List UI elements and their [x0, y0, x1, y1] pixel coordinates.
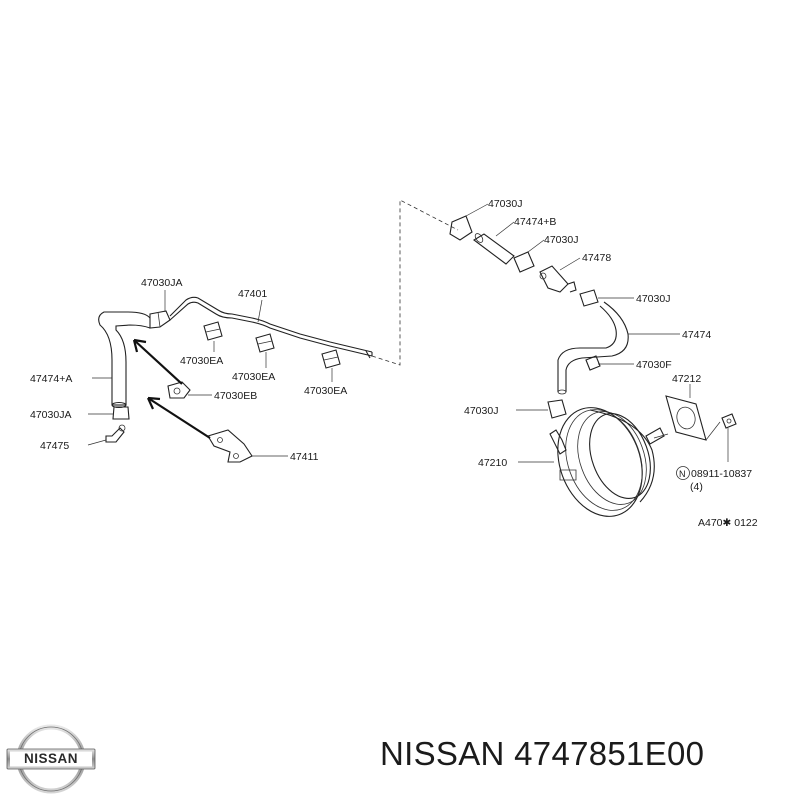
label-47474a: 47474+A — [30, 373, 72, 385]
direction-arrow-1 — [132, 338, 183, 385]
label-47030ea-3: 47030EA — [304, 385, 347, 397]
label-bolt-number: 08911-10837 — [691, 468, 752, 480]
label-47475: 47475 — [40, 440, 69, 452]
bracket-47411 — [207, 429, 253, 463]
label-bolt-mark: N — [679, 469, 686, 479]
clamp-47030j-4 — [547, 399, 567, 419]
label-47212: 47212 — [672, 373, 701, 385]
label-47411: 47411 — [290, 451, 319, 463]
direction-arrow-2 — [146, 396, 211, 439]
tube-47401 — [169, 296, 373, 359]
clip-47030f — [585, 355, 601, 371]
label-47030ja-left: 47030JA — [30, 409, 71, 421]
nissan-logo-text: NISSAN — [24, 751, 78, 766]
bolt-mark-circle — [676, 466, 690, 480]
brake-booster-47210 — [549, 407, 669, 517]
nut-08911-10837 — [721, 413, 737, 429]
clip-47030ea-3 — [321, 349, 341, 369]
label-47401: 47401 — [238, 288, 267, 300]
clip-47030ea-2 — [255, 333, 275, 353]
diagram-reference-code: A470✱ 0122 — [698, 517, 758, 529]
clip-47030eb — [167, 381, 191, 399]
clamp-47030j-3 — [579, 289, 599, 307]
part-number-title: NISSAN 4747851E00 — [380, 735, 705, 772]
nissan-logo: NISSAN — [6, 724, 96, 794]
label-47030j-2: 47030J — [544, 234, 578, 246]
label-47030j-3: 47030J — [636, 293, 670, 305]
clamp-47030ja-top — [149, 310, 171, 329]
elbow-47475 — [105, 424, 126, 443]
label-bolt-qty: (4) — [690, 481, 703, 493]
clamp-47030ja-left — [112, 406, 130, 420]
leader-lines-right — [465, 203, 729, 463]
leader-lines-left — [87, 290, 333, 457]
label-47030eb: 47030EB — [214, 390, 257, 402]
label-47474: 47474 — [682, 329, 711, 341]
label-47478: 47478 — [582, 252, 611, 264]
label-47030j-1: 47030J — [488, 198, 522, 210]
label-47030ea-1: 47030EA — [180, 355, 223, 367]
label-47210: 47210 — [478, 457, 507, 469]
hose-47474b — [473, 233, 515, 265]
dashed-connection-line — [371, 199, 459, 366]
clip-47030ea-1 — [203, 321, 223, 341]
label-47030f: 47030F — [636, 359, 672, 371]
check-valve-47478 — [539, 265, 577, 293]
label-47030ja-top: 47030JA — [141, 277, 182, 289]
label-47474b: 47474+B — [514, 216, 556, 228]
label-47030j-4: 47030J — [464, 405, 498, 417]
hose-47474 — [557, 301, 629, 395]
clamp-47030j-1 — [449, 215, 473, 241]
label-47030ea-2: 47030EA — [232, 371, 275, 383]
clamp-47030j-2 — [513, 251, 535, 273]
gasket-47212 — [665, 395, 707, 441]
hose-47474a — [98, 311, 151, 409]
